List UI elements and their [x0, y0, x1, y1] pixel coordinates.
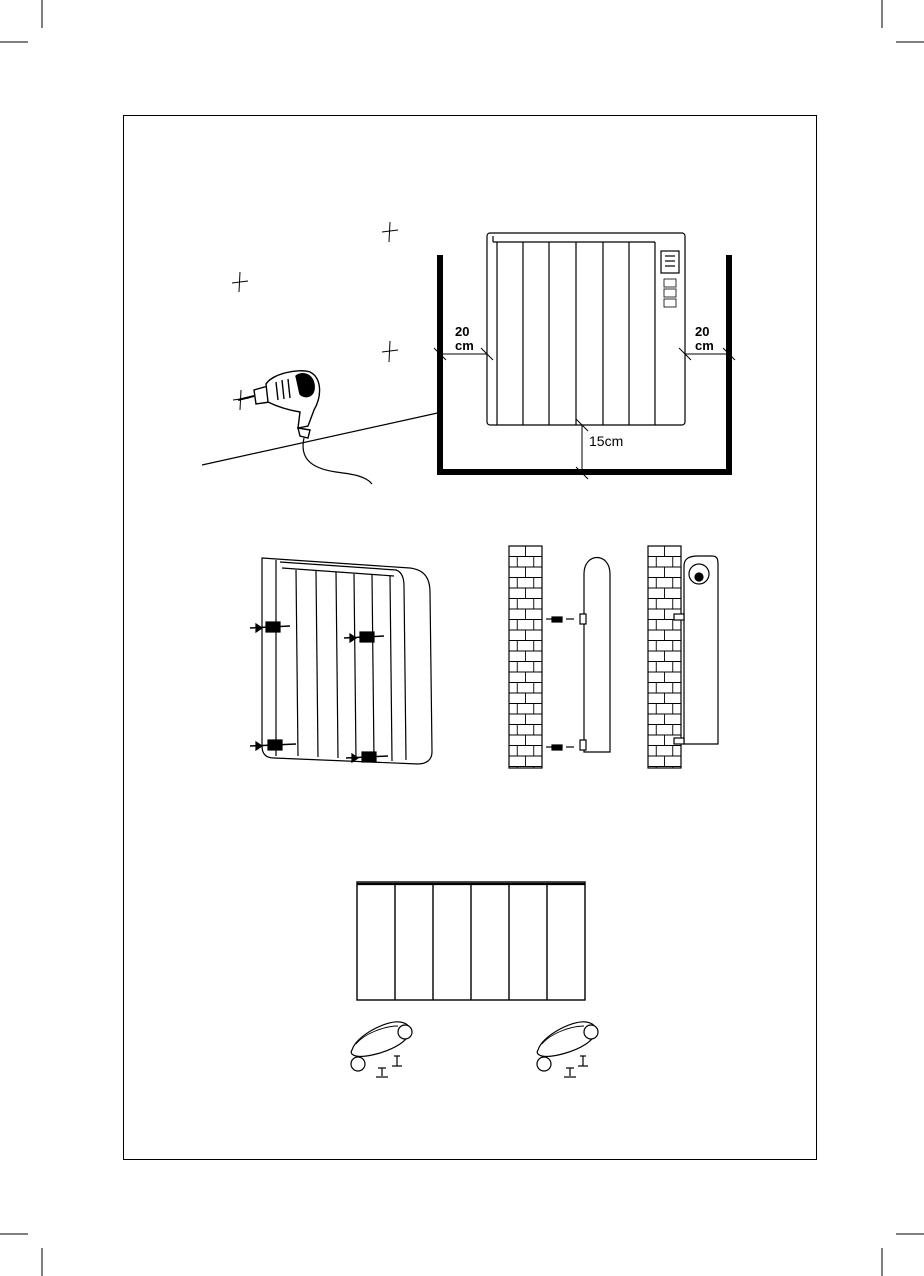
radiator-feet-figure [351, 882, 598, 1077]
radiator-foot-wheel-icon [537, 1022, 598, 1071]
clearance-figure: 20 cm 20 cm 15cm [434, 233, 735, 479]
wall-mounting-side-figure [509, 546, 718, 768]
radiator-side-icon [580, 558, 610, 753]
left-clearance-unit: cm [455, 338, 474, 353]
right-clearance-unit: cm [695, 338, 714, 353]
left-clearance-value: 20 [455, 324, 469, 339]
radiator-foot-wheel-icon [351, 1022, 412, 1071]
wall-drilling-figure [202, 222, 442, 484]
bottom-clearance-label: 15cm [589, 433, 623, 449]
screw-icon [564, 1056, 588, 1077]
drill-icon [238, 371, 372, 484]
right-clearance-value: 20 [695, 324, 709, 339]
screw-icon [376, 1056, 402, 1077]
screw-icon [546, 617, 574, 750]
radiator-icon [487, 233, 685, 425]
radiator-icon [357, 882, 585, 1000]
radiator-icon [262, 558, 432, 764]
radiator-back-figure [250, 558, 432, 764]
